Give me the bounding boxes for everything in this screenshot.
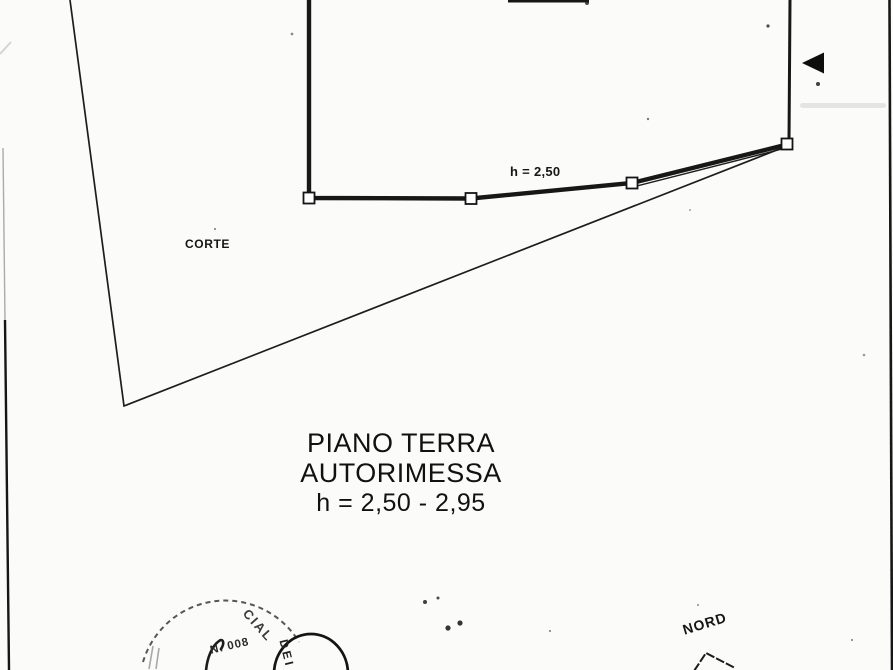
corner-marker [302, 191, 316, 205]
wall-height-label: h = 2,50 [510, 164, 561, 179]
stamp [142, 599, 350, 670]
title-floor-line: PIANO TERRA [306, 428, 496, 458]
scan-streak [0, 41, 12, 55]
stamp-dashed-arc [142, 599, 300, 663]
boundary-line [69, 0, 788, 408]
title-use-line: AUTORIMESSA [300, 458, 502, 488]
corner-marker [780, 137, 794, 151]
title-height-line: h = 2,50 - 2,95 [316, 489, 486, 517]
page-border-left-faint [2, 147, 6, 321]
scan-speckles [213, 1, 866, 642]
page-border-right [888, 0, 893, 670]
corner-marker [464, 192, 478, 205]
garage-inner-wall-line [634, 147, 785, 188]
direction-arrow-icon [802, 52, 824, 74]
courtyard-label: CORTE [185, 237, 230, 251]
page-border-left [3, 319, 11, 670]
stamp-circle [272, 632, 350, 670]
stamp-edge-marks [148, 645, 160, 670]
corner-marker [625, 176, 639, 190]
north-arrow-icon [693, 651, 736, 670]
scan-streak [800, 103, 886, 108]
stamp-signature [204, 638, 225, 670]
title-block: PIANO TERRA AUTORIMESSA h = 2,50 - 2,95 [251, 428, 551, 518]
garage-right-wall [787, 0, 792, 142]
